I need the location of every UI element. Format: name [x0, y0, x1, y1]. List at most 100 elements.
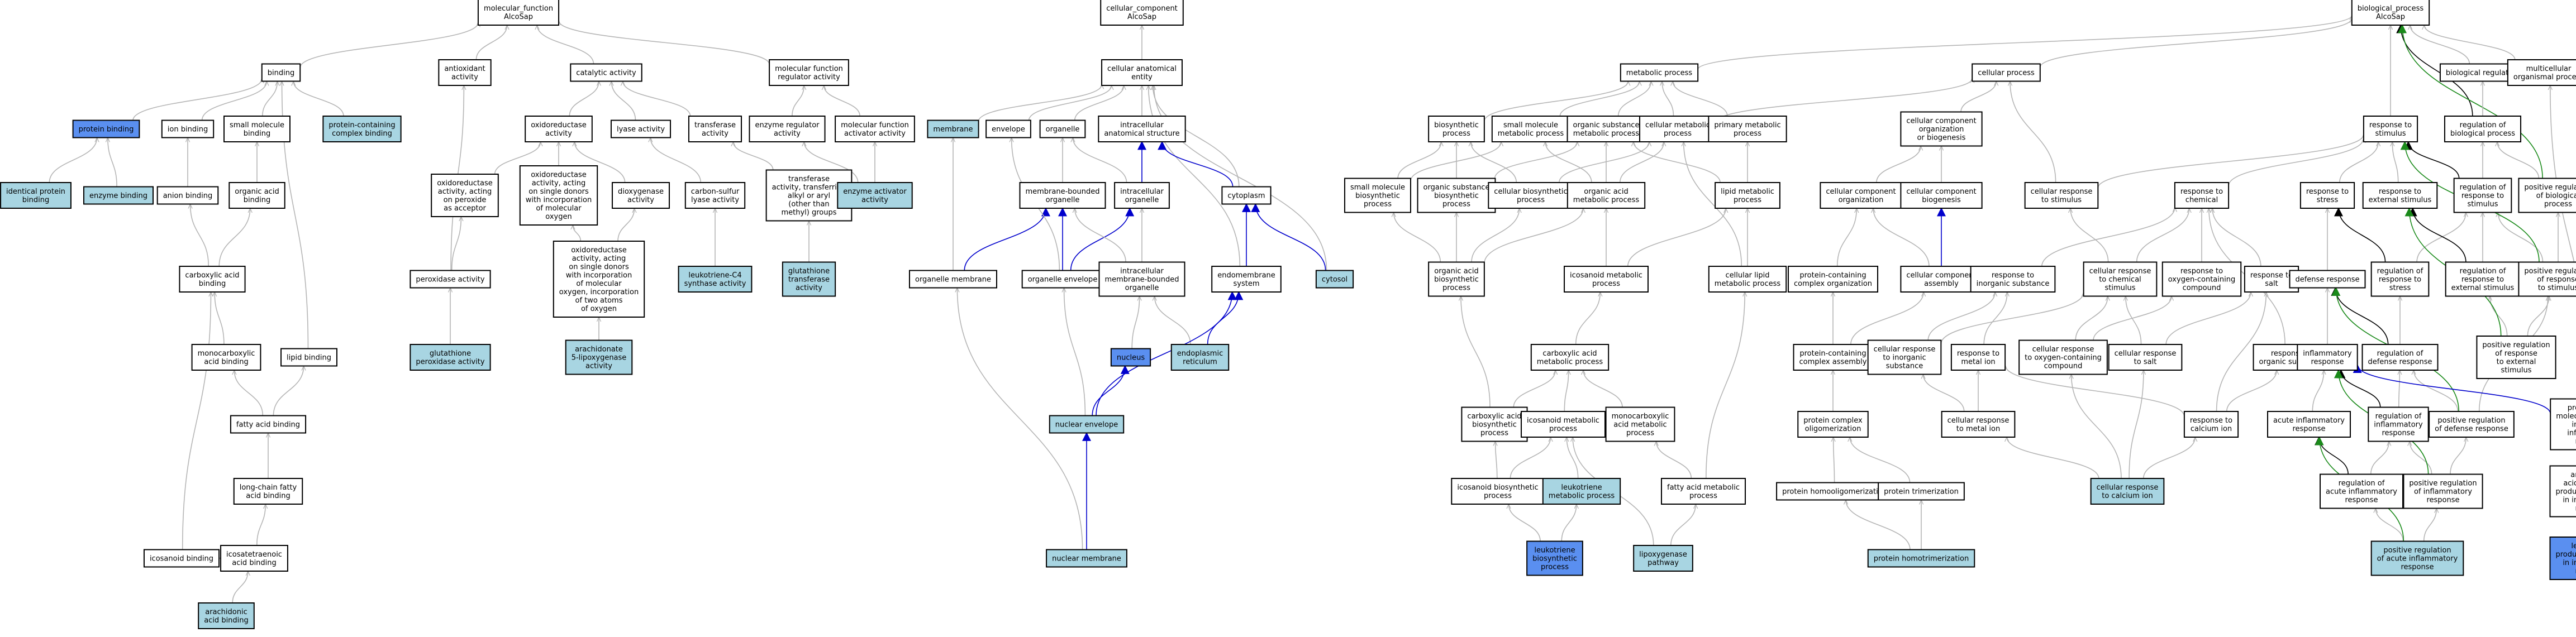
go-term-node-enzbind[interactable]: enzyme binding	[83, 186, 154, 205]
go-term-node-nucleus[interactable]: nucleus	[1110, 348, 1151, 367]
go-term-node-nucenv[interactable]: nuclear envelope	[1049, 415, 1125, 434]
go-term-node-ionbind[interactable]: ion binding	[161, 119, 215, 138]
go-term-node-anion[interactable]: anion binding	[156, 186, 219, 205]
go-term-node-cellproc[interactable]: cellular process	[1972, 63, 2041, 82]
go-term-node-orgmem[interactable]: organelle membrane	[908, 270, 998, 289]
go-term-node-cytosol[interactable]: cytosol	[1315, 270, 1354, 289]
go-term-node-lyase[interactable]: lyase activity	[610, 119, 672, 138]
go-term-node-icosbind[interactable]: icosanoid binding	[143, 549, 220, 568]
go-term-node-ltprod[interactable]: leukotrieneproduction involvedin inflamm…	[2549, 537, 2576, 580]
go-term-node-nucmem[interactable]: nuclear membrane	[1046, 549, 1127, 568]
go-term-node-membrane[interactable]: membrane	[927, 119, 979, 138]
go-term-node-cytoplasm[interactable]: cytoplasm	[1221, 186, 1272, 205]
go-term-node-metab[interactable]: metabolic process	[1620, 63, 1699, 82]
go-term-node-protbind[interactable]: protein binding	[72, 119, 140, 138]
go-term-node-organelle[interactable]: organelle	[1039, 119, 1086, 138]
go-term-node-catalytic[interactable]: catalytic activity	[570, 63, 642, 82]
go-term-node-phomo[interactable]: protein homooligomerization	[1776, 482, 1893, 501]
go-term-node-binding[interactable]: binding	[261, 63, 301, 82]
go-term-node-envelope[interactable]: envelope	[985, 119, 1031, 138]
go-term-node-ptrim[interactable]: protein trimerization	[1878, 482, 1965, 501]
go-term-node-orgenv[interactable]: organelle envelope	[1021, 270, 1104, 289]
go-term-node-fabind[interactable]: fatty acid binding	[230, 415, 307, 434]
go-term-node-lipidbind[interactable]: lipid binding	[280, 348, 337, 367]
